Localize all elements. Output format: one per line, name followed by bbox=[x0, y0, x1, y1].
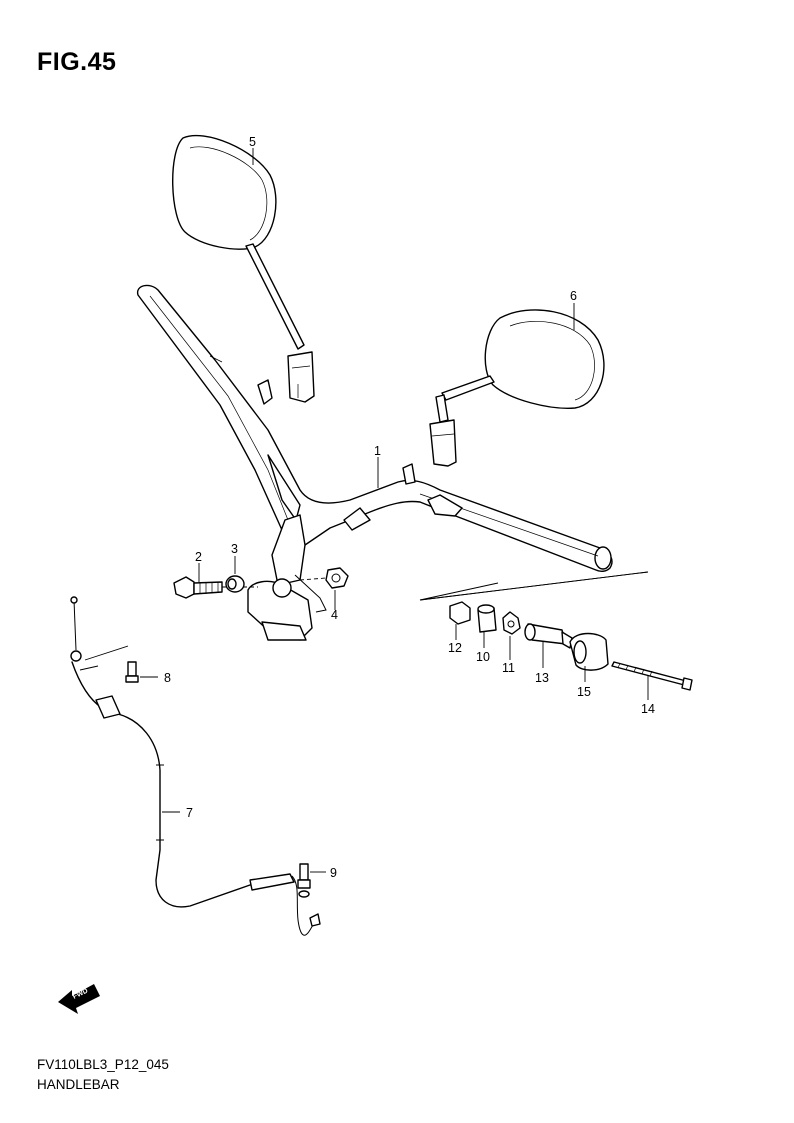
collar-3[interactable] bbox=[225, 575, 245, 593]
spacer-10[interactable] bbox=[477, 604, 497, 633]
callout-10: 10 bbox=[476, 650, 490, 664]
cable-7[interactable] bbox=[70, 596, 321, 936]
callout-14: 14 bbox=[641, 702, 655, 716]
callout-8: 8 bbox=[164, 671, 171, 685]
callout-7: 7 bbox=[186, 806, 193, 820]
nut-4[interactable] bbox=[299, 567, 349, 589]
screw-8[interactable] bbox=[125, 661, 139, 683]
bolt-2[interactable] bbox=[173, 576, 258, 599]
long-screw-14[interactable] bbox=[611, 661, 693, 691]
mirror-5[interactable] bbox=[172, 134, 315, 403]
nut-12[interactable] bbox=[449, 601, 471, 625]
callout-9: 9 bbox=[330, 866, 337, 880]
callout-13: 13 bbox=[535, 671, 549, 685]
callout-2: 2 bbox=[195, 550, 202, 564]
callout-5: 5 bbox=[249, 135, 256, 149]
callout-4: 4 bbox=[331, 608, 338, 622]
mirror-6[interactable] bbox=[429, 309, 605, 467]
handlebar-1[interactable] bbox=[136, 284, 613, 573]
callout-11: 11 bbox=[502, 661, 515, 675]
callout-3: 3 bbox=[231, 542, 238, 556]
screw-9[interactable] bbox=[297, 863, 311, 898]
handlebar-holder[interactable] bbox=[247, 514, 327, 641]
callout-12: 12 bbox=[448, 641, 462, 655]
figure-name: HANDLEBAR bbox=[37, 1077, 120, 1092]
figure-title: FIG.45 bbox=[37, 48, 117, 76]
nut-11[interactable] bbox=[502, 611, 521, 635]
callout-labels: 1 2 3 4 5 6 7 8 9 10 11 12 13 14 15 bbox=[164, 135, 655, 880]
callout-15: 15 bbox=[577, 685, 591, 699]
callout-leaders bbox=[140, 148, 649, 873]
balancer-weight-15[interactable] bbox=[569, 632, 609, 671]
figure-code: FV110LBL3_P12_045 bbox=[37, 1057, 169, 1072]
callout-6: 6 bbox=[570, 289, 577, 303]
callout-1: 1 bbox=[374, 444, 381, 458]
fwd-arrow-icon: FWD bbox=[58, 984, 100, 1014]
sleeve-13[interactable] bbox=[524, 623, 573, 649]
